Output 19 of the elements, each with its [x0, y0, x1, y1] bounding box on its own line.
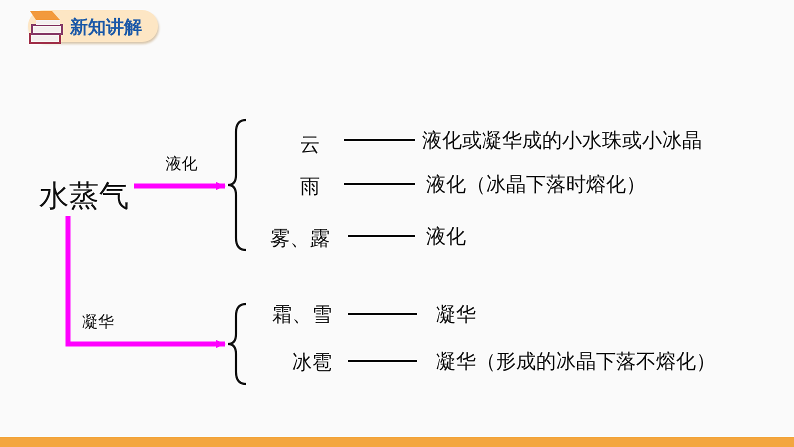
description-text: 液化 — [416, 220, 516, 252]
connector-line — [344, 183, 415, 185]
section-title: 新知讲解 — [70, 16, 142, 39]
term-text: 雨 — [276, 170, 344, 202]
term-text: 冰雹 — [276, 346, 348, 378]
term-text: 霜、雪 — [256, 298, 348, 330]
arrow — [134, 182, 226, 190]
description-text: 凝华 — [418, 298, 518, 330]
arrow — [66, 216, 226, 348]
description-text: 凝华（形成的冰晶下落不熔化） — [418, 345, 778, 377]
term-text: 雾、露 — [252, 222, 348, 254]
connector-line — [348, 360, 417, 362]
term-text: 云 — [276, 128, 344, 160]
connector-line — [348, 235, 415, 237]
connector-line — [348, 313, 417, 315]
connector-line — [344, 139, 415, 141]
term-text: 水蒸气 — [34, 176, 134, 216]
description-text: 液化（冰晶下落时熔化） — [416, 168, 716, 200]
description-text: 液化或凝华成的小水珠或小冰晶 — [416, 124, 776, 156]
